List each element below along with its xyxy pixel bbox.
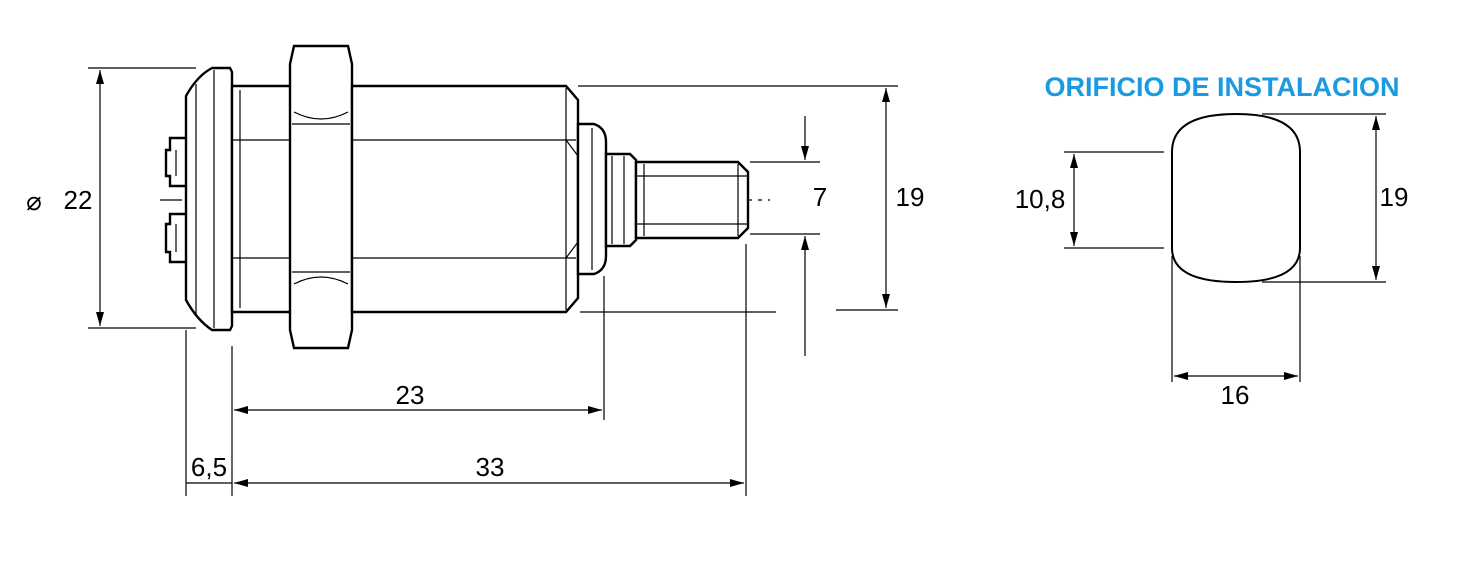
dim-label-6-5: 6,5	[191, 452, 227, 482]
dim-hole-width: 16	[1171, 256, 1301, 410]
dim-label-hole-19: 19	[1380, 182, 1409, 212]
flange	[184, 66, 234, 332]
shoulder	[604, 152, 638, 248]
dim-label-33: 33	[476, 452, 505, 482]
hole-outline	[1171, 112, 1301, 284]
lock-side-view: ⌀ 22 19 7 23	[26, 44, 925, 496]
dim-body-width: 19	[578, 85, 925, 311]
dim-label-19: 19	[896, 182, 925, 212]
dim-hole-height: 19	[1262, 113, 1409, 283]
diameter-symbol: ⌀	[26, 186, 42, 216]
installation-hole-view: ORIFICIO DE INSTALACION 19 10,8 16	[1015, 72, 1409, 410]
installation-hole-title: ORIFICIO DE INSTALACION	[1045, 72, 1400, 102]
dim-label-7: 7	[813, 182, 827, 212]
dim-label-hole-10-8: 10,8	[1015, 184, 1066, 214]
dim-shank-length: 23	[231, 276, 776, 496]
dim-label-hole-16: 16	[1221, 380, 1250, 410]
dim-flange-diameter: ⌀ 22	[26, 67, 196, 329]
cam-tab	[164, 136, 186, 264]
dim-label-22: 22	[64, 185, 93, 215]
dim-label-23: 23	[396, 380, 425, 410]
square-shaft	[634, 160, 750, 240]
hex-nut	[288, 44, 354, 350]
body-front	[230, 84, 294, 314]
dim-shaft-width: 7	[750, 116, 827, 356]
body-rear	[350, 84, 580, 314]
dim-hole-flat: 10,8	[1015, 151, 1164, 249]
rear-collar	[576, 122, 608, 276]
dim-overall-length: 33 6,5	[185, 244, 747, 496]
